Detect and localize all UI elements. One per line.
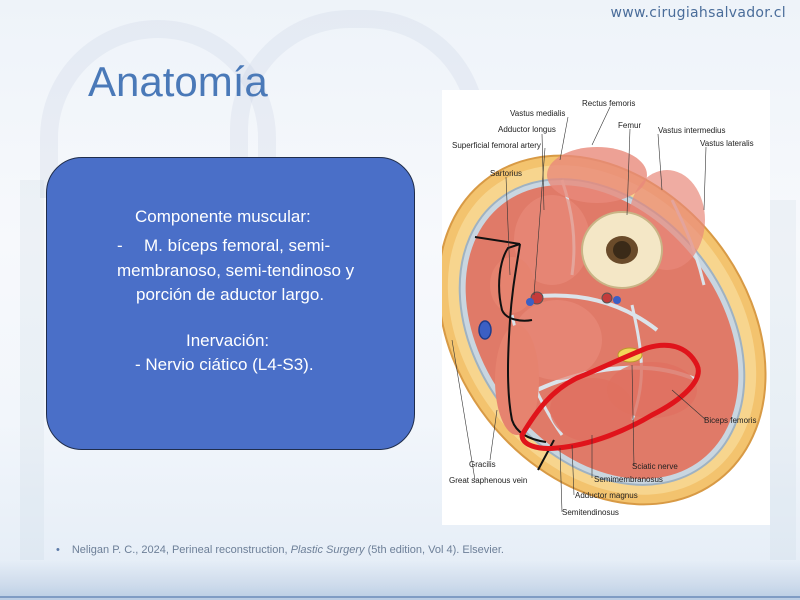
posterior-compartment-highlight xyxy=(519,342,701,451)
label-vastus-intermedius: Vastus intermedius xyxy=(658,126,726,135)
thigh-cross-section-figure: Rectus femoris Vastus medialis Adductor … xyxy=(442,90,770,525)
label-femur: Femur xyxy=(618,121,642,130)
bottom-band xyxy=(0,560,800,600)
slide-title: Anatomía xyxy=(88,58,268,105)
label-sciatic-nerve: Sciatic nerve xyxy=(632,462,678,471)
nerve-line: - Nervio ciático (L4-S3). xyxy=(135,355,314,374)
muscle-line-3: porción de aductor largo. xyxy=(136,285,325,304)
background-column-decoration xyxy=(20,180,44,560)
bottom-divider xyxy=(0,596,800,598)
info-box: Componente muscular: - M. bíceps femoral… xyxy=(46,157,415,450)
label-gracilis: Gracilis xyxy=(469,460,496,469)
label-biceps-femoris: Biceps femoris xyxy=(704,416,757,425)
label-rectus-femoris: Rectus femoris xyxy=(582,99,636,108)
reference-citation: • Neligan P. C., 2024, Perineal reconstru… xyxy=(56,544,504,556)
label-superficial-femoral-artery: Superficial femoral artery xyxy=(452,141,541,150)
label-adductor-longus: Adductor longus xyxy=(498,125,556,134)
reference-bullet: • xyxy=(56,544,60,556)
label-sartorius: Sartorius xyxy=(490,169,523,178)
thigh-cross-section-diagram xyxy=(442,106,767,513)
muscle-heading: Componente muscular: xyxy=(135,207,311,226)
reference-prefix: Neligan P. C., 2024, Perineal reconstruc… xyxy=(71,544,291,556)
nerve-heading: Inervación: xyxy=(186,331,270,350)
label-adductor-magnus: Adductor magnus xyxy=(575,491,638,500)
background-column-decoration xyxy=(770,200,796,560)
muscle-line-2: membranoso, semi-tendinoso y xyxy=(117,261,355,280)
label-vastus-medialis: Vastus medialis xyxy=(510,109,566,118)
reference-book-title: Plastic Surgery xyxy=(290,544,365,556)
label-semimembranosus: Semimembranosus xyxy=(594,475,663,484)
bullet-dash: - xyxy=(117,236,123,255)
label-vastus-lateralis: Vastus lateralis xyxy=(700,139,754,148)
label-great-saphenous-vein: Great saphenous vein xyxy=(449,476,528,485)
reference-suffix: (5th edition, Vol 4). Elsevier. xyxy=(364,544,504,556)
muscle-line-1: M. bíceps femoral, semi- xyxy=(144,236,331,255)
website-url: www.cirugiahsalvador.cl xyxy=(610,5,786,21)
label-semitendinosus: Semitendinosus xyxy=(562,508,619,517)
